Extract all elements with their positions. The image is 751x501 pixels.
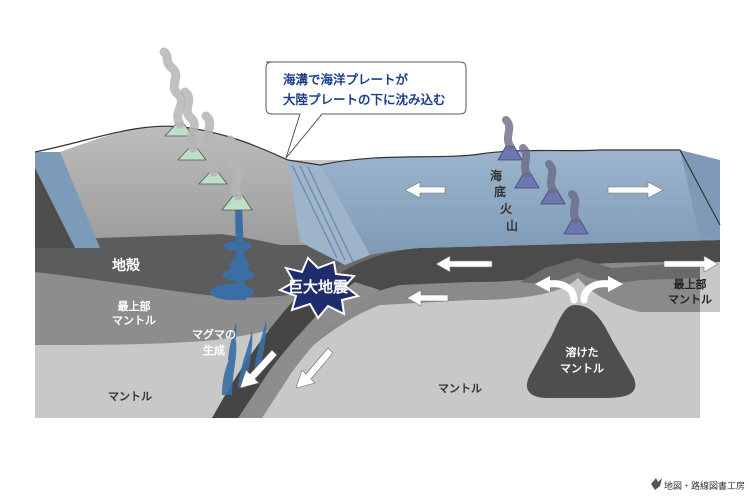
plate-arrow-icon	[404, 181, 446, 199]
seafloor-volcano-char-4: 山	[506, 218, 518, 233]
plate-arrow-icon	[435, 255, 493, 273]
melted-mantle-label-1: 溶けた	[566, 345, 599, 359]
continent-left-edge	[35, 152, 100, 248]
melted-mantle-label-2: マントル	[560, 362, 604, 375]
smoke-icon	[225, 135, 244, 201]
sea-volcano-icon	[514, 144, 540, 189]
plate-arrow-icon	[406, 289, 449, 307]
seafloor-volcano-char-1: 海	[490, 168, 502, 183]
land-volcano-icon	[221, 135, 253, 211]
smoke-icon	[159, 47, 186, 129]
continent-left-side	[35, 168, 75, 248]
upwelling-arrow-icon	[544, 280, 578, 304]
magma-label-1: マグマの	[192, 327, 236, 341]
upwelling-arrow-icon	[580, 280, 614, 304]
mantle-right-label: マントル	[438, 382, 482, 395]
smoke-icon	[545, 160, 557, 194]
sea-volcano-icon	[497, 116, 523, 161]
ocean-top	[320, 150, 720, 255]
crust-label: 地殻	[112, 257, 141, 274]
slab-lower	[240, 282, 380, 418]
land-volcano-icon	[198, 111, 228, 185]
seafloor-volcano-label: 海 底 火 山	[490, 168, 518, 233]
smoke-icon	[180, 87, 199, 153]
plate-arrows	[239, 181, 719, 389]
seafloor-volcano-char-3: 火	[500, 202, 513, 216]
magma-rising	[222, 320, 267, 395]
upper-mantle-right-label-1: 最上部	[674, 277, 707, 291]
land-volcano-icon	[177, 87, 207, 161]
plate-arrow-icon	[607, 181, 664, 199]
plate-arrow-icon	[239, 349, 278, 389]
upper-mantle-left-label-2: マントル	[112, 314, 156, 327]
ocean-front	[680, 150, 720, 240]
smoke-icon	[502, 116, 514, 150]
upper-mantle-left-label-1: 最上部	[118, 299, 151, 313]
magma-label-2: 生成	[203, 343, 225, 357]
upwelling-arrows	[544, 280, 614, 304]
sea-volcano-icon	[563, 190, 589, 235]
land-volcanoes	[159, 47, 253, 211]
callout: 海溝で海洋プレートが 大陸プレートの下に沈み込む	[265, 61, 467, 159]
sea-volcanoes	[497, 116, 589, 235]
ridge-bump	[520, 258, 700, 284]
callout-line-2: 大陸プレートの下に沈み込む	[283, 92, 446, 107]
upper-mantle-right-label-2: マントル	[668, 293, 712, 306]
melted-mantle-blob	[526, 305, 636, 398]
sea-volcano-icon	[540, 160, 566, 205]
seafloor-volcano-char-2: 底	[494, 184, 506, 199]
footer-credit: 地図・路線図書工房	[651, 478, 745, 492]
earthquake-label: 巨大地震	[288, 278, 349, 296]
smoke-icon	[519, 144, 531, 178]
trench-stripes	[291, 164, 354, 263]
callout-line-1: 海溝で海洋プレートが	[283, 72, 409, 87]
plate-arrow-icon	[663, 255, 719, 273]
land-volcano-icon	[159, 47, 194, 137]
smoke-icon	[201, 111, 220, 177]
upper-mantle-left-lower	[35, 268, 330, 345]
mantle-left-label: マントル	[108, 390, 152, 403]
crust-left	[35, 233, 360, 298]
earthquake-burst: 巨大地震	[277, 256, 361, 320]
magma-column	[210, 205, 254, 300]
logo-icon	[651, 478, 662, 490]
footer-text: 地図・路線図書工房	[664, 480, 745, 492]
smoke-icon	[568, 190, 580, 224]
plate-arrow-icon	[295, 347, 334, 389]
